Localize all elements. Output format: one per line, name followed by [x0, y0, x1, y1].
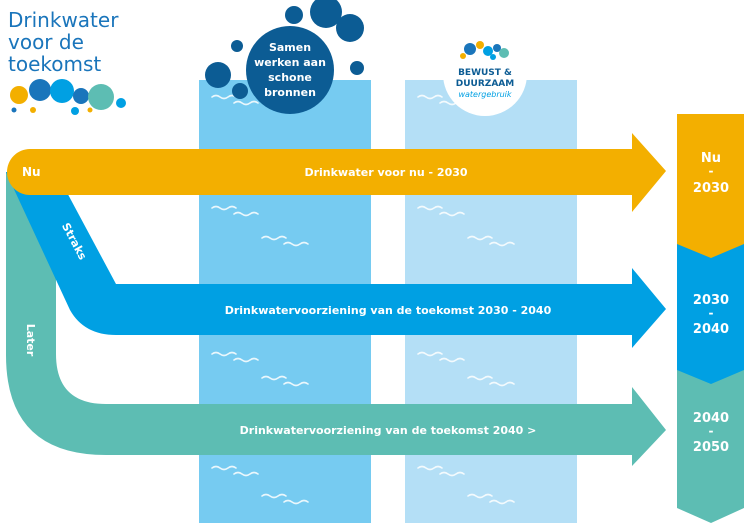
logo-line2: voor de [8, 30, 84, 54]
logo: Drinkwater voor de toekomst [8, 8, 126, 115]
arrow-nu-main-label: Drinkwater voor nu - 2030 [304, 166, 467, 179]
timeline-badges: Nu - 2030 2030 - 2040 2040 - 2050 [677, 114, 744, 523]
arrow-later-side-label: Later [24, 324, 37, 357]
bubble-samen-line3: schone [268, 71, 312, 84]
arrow-straks-main-label: Drinkwatervoorziening van de toekomst 20… [225, 304, 552, 317]
timeline-badge-3-line1: 2040 [693, 411, 729, 426]
arrow-straks [6, 172, 666, 348]
timeline-badge-2-line1: 2030 [693, 293, 729, 308]
logo-line1: Drinkwater [8, 8, 119, 32]
timeline-badge-1 [677, 114, 744, 258]
bubble-bewust-badge: BEWUST & DUURZAAM watergebruik [443, 32, 527, 116]
bubble-samen-line2: werken aan [254, 56, 326, 69]
arrow-nu-side-label: Nu [22, 165, 41, 179]
bubble-samen-line1: Samen [269, 41, 311, 54]
timeline-badge-2-line3: 2040 [693, 322, 729, 337]
timeline-badge-2 [677, 242, 744, 384]
arrow-later [6, 172, 666, 466]
timeline-badge-3 [677, 368, 744, 523]
timeline-badge-1-line1: Nu [701, 151, 721, 166]
logo-line3: toekomst [8, 52, 101, 76]
timeline-badge-3-line3: 2050 [693, 440, 729, 455]
bewust-logo-icon [460, 41, 509, 60]
timeline-badge-1-line2: - [709, 164, 714, 178]
logo-bubbles-icon [10, 79, 126, 115]
bubble-bewust-line1: BEWUST & [458, 68, 512, 78]
bubble-bewust-line2: DUURZAAM [456, 79, 514, 89]
bubble-bewust-line3: watergebruik [458, 90, 511, 99]
timeline-badge-3-line2: - [709, 424, 714, 438]
timeline-badge-2-line2: - [709, 306, 714, 320]
bubble-samen-line4: bronnen [264, 86, 316, 99]
arrow-nu [7, 133, 666, 212]
bubble-samen-cluster: Samen werken aan schone bronnen [205, 0, 364, 114]
arrow-later-main-label: Drinkwatervoorziening van de toekomst 20… [240, 424, 537, 437]
bubble-samen [246, 26, 334, 114]
timeline-badge-1-line3: 2030 [693, 181, 729, 196]
